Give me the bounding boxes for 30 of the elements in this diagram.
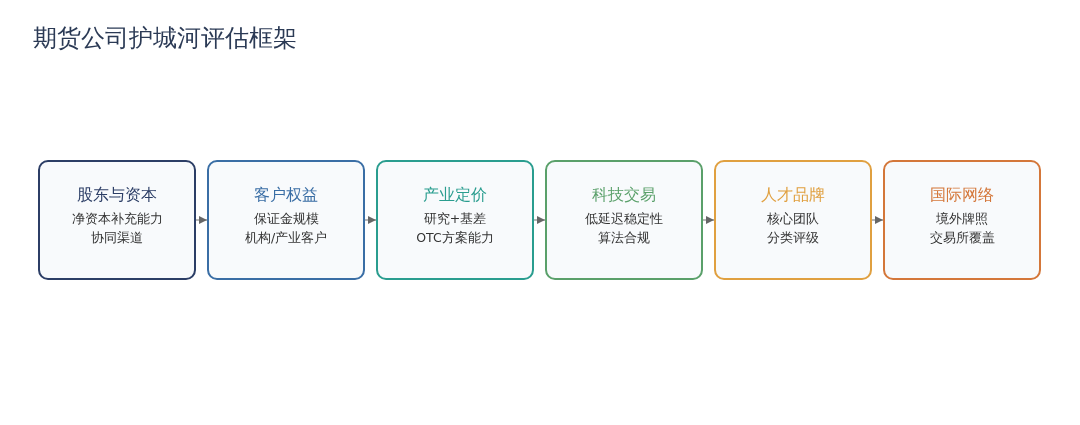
arrow [702,215,715,225]
card-text: 研究+基差 [423,210,487,228]
card-heading: 科技交易 [592,184,656,206]
card-heading: 产业定价 [423,184,487,206]
card-text: 境外牌照 [936,210,988,228]
arrow [195,215,208,225]
card-text: 低延迟稳定性 [585,210,663,228]
card-text: 协同渠道 [91,229,143,247]
arrow [364,215,377,225]
card-heading: 国际网络 [930,184,994,206]
card-text: OTC方案能力 [416,229,494,247]
category-card [376,160,534,280]
arrow [871,215,884,225]
arrow [533,215,546,225]
card-heading: 股东与资本 [77,184,157,206]
card-text: 净资本补充能力 [71,210,163,228]
category-card [207,160,365,280]
card-heading: 客户权益 [254,184,318,206]
card-text: 交易所覆盖 [929,229,995,247]
card-text: 保证金规模 [253,210,319,228]
category-card [545,160,703,280]
category-card [883,160,1041,280]
card-text: 算法合规 [598,229,650,247]
card-heading: 人才品牌 [761,184,825,206]
card-text: 分类评级 [767,229,819,247]
card-text: 机构/产业客户 [244,229,328,247]
diagram-title: 期货公司护城河评估框架 [33,23,297,54]
category-card [38,160,196,280]
card-text: 核心团队 [767,210,819,228]
category-card [714,160,872,280]
